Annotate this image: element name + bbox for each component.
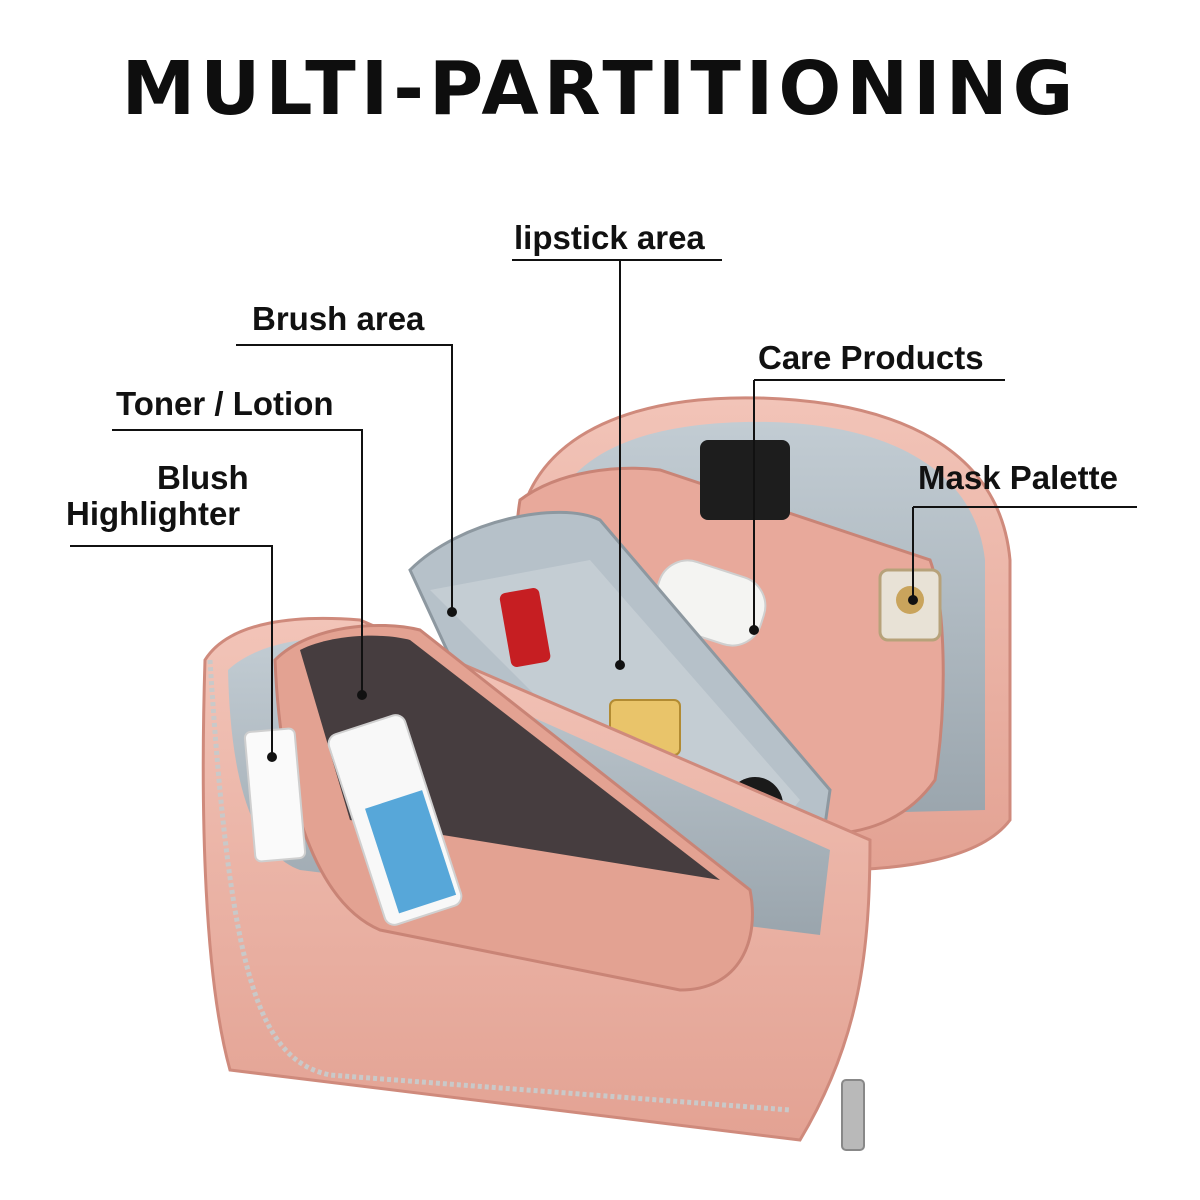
- label-toner-lotion: Toner / Lotion: [116, 385, 334, 422]
- label-care-products: Care Products: [758, 339, 984, 376]
- label-blush: Blush: [157, 459, 249, 496]
- label-mask-palette: Mask Palette: [918, 459, 1118, 496]
- pointer-dots: [267, 595, 918, 762]
- zipper-pull: [841, 1079, 865, 1151]
- label-brush-area: Brush area: [252, 300, 425, 337]
- label-lipstick-area: lipstick area: [514, 219, 705, 256]
- page-title: MULTI-PARTITIONING: [121, 46, 1079, 132]
- pointer-lines: [70, 259, 1137, 757]
- black-jar: [700, 440, 790, 520]
- lipstick: [499, 588, 551, 667]
- label-highlighter: Highlighter: [66, 495, 241, 532]
- blush-tube: [243, 727, 307, 863]
